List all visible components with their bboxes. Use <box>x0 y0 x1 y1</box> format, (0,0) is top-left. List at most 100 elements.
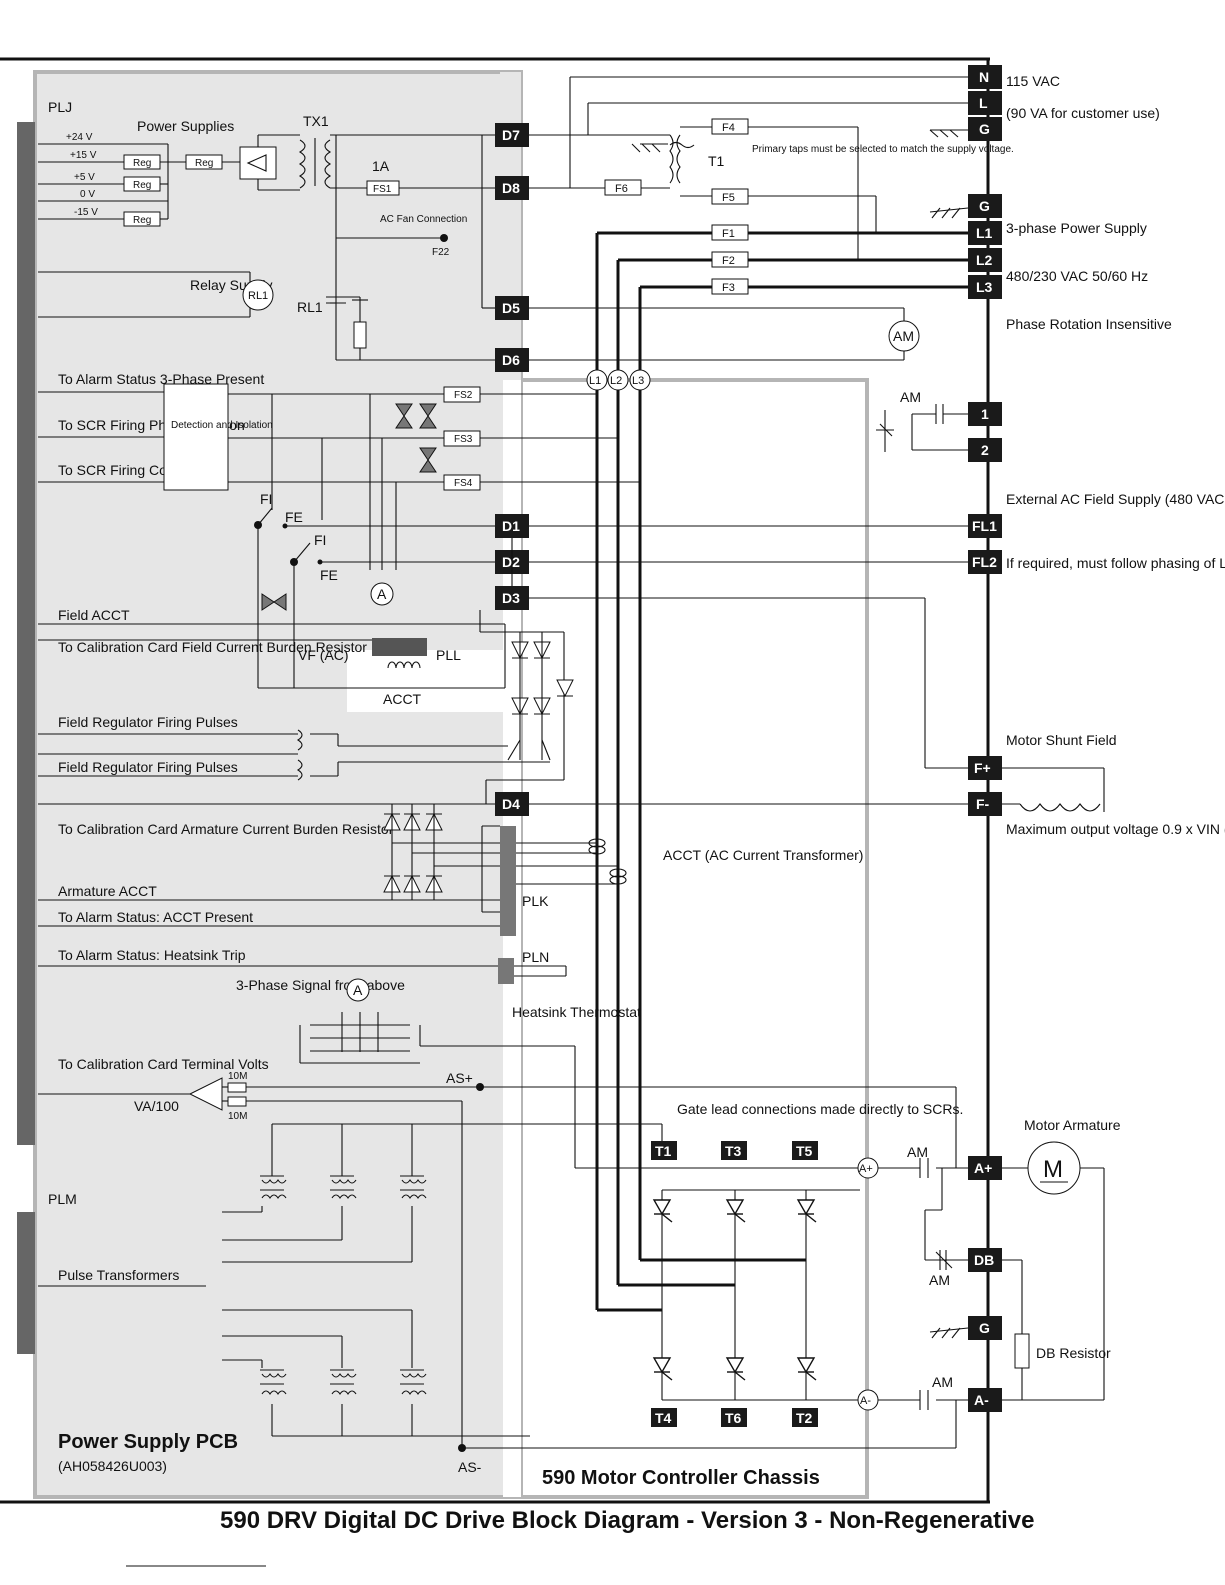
term-l2: L2 <box>976 252 993 268</box>
field-pulses-label-1: Field Regulator Firing Pulses <box>58 714 238 730</box>
reg-label: Reg <box>133 158 151 169</box>
scr-coding-label: To SCR Firing Coding <box>58 462 193 478</box>
db-resistor-label: DB Resistor <box>1036 1345 1111 1361</box>
rl1-resistor <box>353 321 367 349</box>
fuse-row-detect: FS2 FS3 FS4 <box>443 386 481 491</box>
pcb-upper-white-notch <box>500 72 521 380</box>
term-d5: D5 <box>502 300 520 316</box>
detection-block <box>163 383 229 491</box>
rail-15v: +15 V <box>70 150 97 161</box>
armature-acct-label: Armature ACCT <box>58 883 157 899</box>
term-d2: D2 <box>502 554 520 570</box>
phase-l1: L1 <box>589 375 601 387</box>
field-pulses-label-2: Field Regulator Firing Pulses <box>58 759 238 775</box>
phase-l3: L3 <box>632 375 644 387</box>
suppressor-diodes <box>395 403 437 473</box>
fi-label-2: FI <box>314 532 326 548</box>
rail-0v: 0 V <box>80 189 95 200</box>
fuse-f4-label: F4 <box>722 122 735 134</box>
vf-ac-label: VF (AC) <box>298 647 349 663</box>
am-meter-label: AM <box>893 328 914 344</box>
pulse-xfmr-group-bottom <box>260 1369 427 1395</box>
term-f-plus: F+ <box>974 760 991 776</box>
scr-terminals: T1 T3 T5 T4 T6 T2 <box>651 1141 818 1427</box>
term-g1: G <box>979 121 990 137</box>
t1-label: T1 <box>708 153 725 169</box>
pulse-transformers-label: Pulse Transformers <box>58 1267 179 1283</box>
bus-a-plus-label: A+ <box>859 1163 873 1175</box>
phase-l2: L2 <box>610 375 622 387</box>
am-label-aplus: AM <box>907 1144 928 1160</box>
fuse-f5-label: F5 <box>722 192 735 204</box>
phase-markers: L1 L2 L3 <box>586 369 651 391</box>
term-d8: D8 <box>502 180 520 196</box>
marker-a-top <box>370 582 394 606</box>
detection-label: Detection and Isolation <box>171 420 273 431</box>
r10m-label-2: 10M <box>228 1111 247 1122</box>
pcb-lower-white <box>503 380 521 1497</box>
label-voltage: 480/230 VAC 50/60 Hz <box>1006 268 1148 284</box>
chassis-region <box>519 378 869 1499</box>
plm-connector <box>17 1212 35 1354</box>
label-rotation: Phase Rotation Insensitive <box>1006 316 1172 332</box>
scr-t5: T5 <box>796 1143 813 1159</box>
term-n: N <box>979 69 989 85</box>
label-shunt: Motor Shunt Field <box>1006 732 1117 748</box>
relay-coil-label: RL1 <box>248 290 268 302</box>
term-g2: G <box>979 198 990 214</box>
chassis-label: 590 Motor Controller Chassis <box>542 1467 820 1489</box>
label-ext-field: External AC Field Supply (480 VAC Max) <box>1006 491 1225 507</box>
pcb-region <box>33 70 523 1499</box>
term-d3: D3 <box>502 590 520 606</box>
fuse-fs3-label: FS3 <box>454 434 473 445</box>
field-acct-coil <box>387 661 421 669</box>
ac-fan-text: AC Fan Connection <box>380 214 467 225</box>
armature-ct-coils <box>588 838 627 885</box>
term-a-minus: A- <box>974 1392 989 1408</box>
term-d7: D7 <box>502 127 520 143</box>
rectifier-bridge <box>239 146 277 180</box>
term-2: 2 <box>981 442 989 458</box>
as-plus-label: AS+ <box>446 1070 473 1086</box>
label-115vac: 115 VAC <box>1006 73 1060 89</box>
am-meter <box>888 320 920 352</box>
plk-label: PLK <box>522 893 549 909</box>
ground-symbol <box>929 129 968 138</box>
fuse-fs1-label: FS1 <box>373 184 392 195</box>
cal-armature-label: To Calibration Card Armature Current Bur… <box>58 821 394 837</box>
va100-label: VA/100 <box>134 1098 179 1114</box>
cal-terminal-volts-label: To Calibration Card Terminal Volts <box>58 1056 269 1072</box>
bus-a-minus-label: A- <box>860 1395 871 1407</box>
ground-symbol <box>631 143 661 153</box>
marker-a-bottom <box>346 978 370 1002</box>
reg-label: Reg <box>133 215 151 226</box>
scr-t6: T6 <box>725 1410 742 1426</box>
term-fl2: FL2 <box>972 554 997 570</box>
am-label-db: AM <box>929 1272 950 1288</box>
term-a-plus: A+ <box>974 1160 992 1176</box>
scr-t3: T3 <box>725 1143 742 1159</box>
scr-devices <box>652 1199 817 1381</box>
scr-t2: T2 <box>796 1410 813 1426</box>
pln-connector <box>498 958 514 984</box>
acct-white-box <box>347 650 503 712</box>
label-90va: (90 VA for customer use) <box>1006 105 1160 121</box>
rail-24v: +24 V <box>66 132 93 143</box>
f22-label: F22 <box>432 247 450 258</box>
motor-symbol: M <box>1043 1156 1063 1183</box>
pulse-xfmr-group-top <box>260 1175 427 1199</box>
acct-main-label: ACCT (AC Current Transformer) <box>663 847 863 863</box>
t1-note: Primary taps must be selected to match t… <box>752 144 1014 155</box>
fuse-row-phase: F1 F2 F3 <box>711 224 749 295</box>
am-label-aminus: AM <box>932 1374 953 1390</box>
fuse-f3-label: F3 <box>722 282 735 294</box>
plj-connector <box>17 122 35 1145</box>
term-d1: D1 <box>502 518 520 534</box>
fuse-f2-label: F2 <box>722 255 735 267</box>
label-phasing: If required, must follow phasing of L1 a… <box>1006 555 1225 571</box>
as-minus-label: AS- <box>458 1459 482 1475</box>
term-1: 1 <box>981 406 989 422</box>
three-phase-signal-label: 3-Phase Signal from above <box>236 977 405 993</box>
ac-fan-label: AC Fan Connection <box>380 214 467 225</box>
f22-terminal <box>440 234 448 242</box>
